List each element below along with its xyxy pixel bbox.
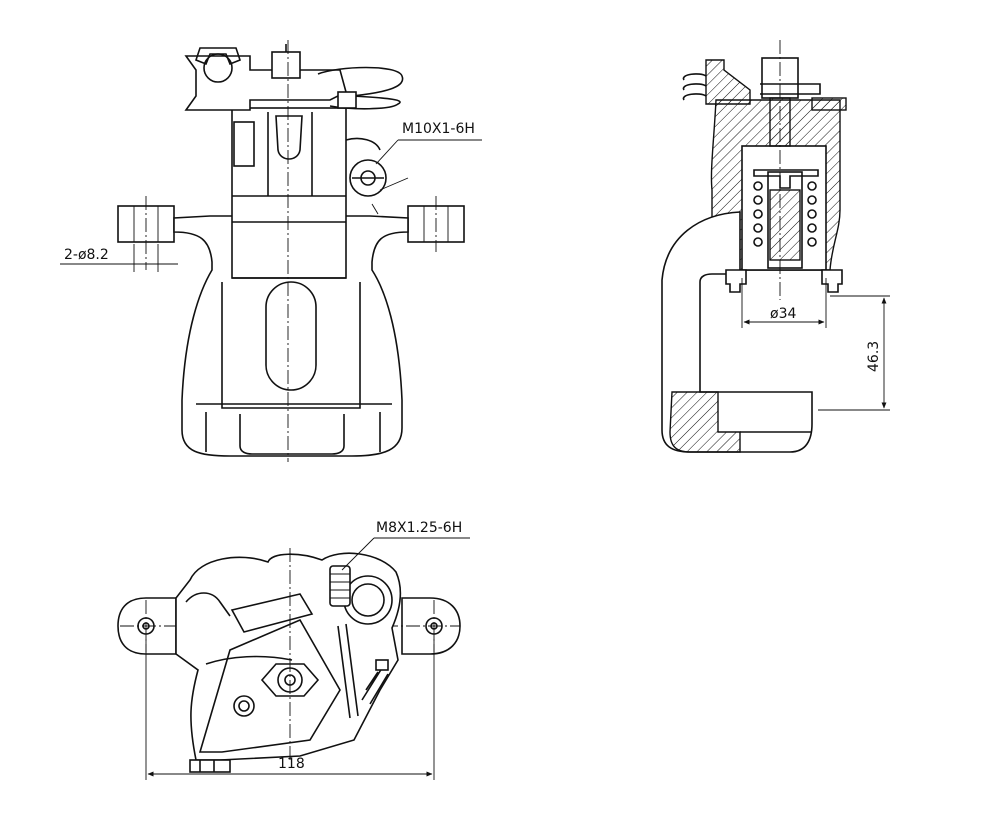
front-thread-label: M10X1-6H [402,121,475,137]
bottom-view: M8X1.25-6H 118 [117,520,470,780]
side-bracket-hatched [811,97,847,111]
side-seal-right [821,269,843,293]
side-dia-label: ø34 [770,306,796,322]
front-view: M10X1-6H 2-ø8.2 [60,40,482,462]
bottom-cover-plate [198,618,341,753]
side-piston-core [769,189,801,261]
side-height-label: 46.3 [866,341,882,372]
bottom-width-label: 118 [278,756,305,772]
side-coil-spring [753,181,817,247]
front-spring-clip [337,91,357,109]
front-adjuster-nut [271,51,301,79]
front-holes-label: 2-ø8.2 [64,247,109,263]
front-cylinder [231,107,347,279]
side-section-view: ø34 46.3 [661,40,890,453]
bottom-lever-plate [230,593,314,633]
bottom-threaded-fitting [329,565,351,607]
side-seal-left [725,269,747,293]
front-window [233,121,255,167]
bottom-spring-clip [375,659,389,671]
bottom-small-boss [233,695,255,717]
bottom-spring [361,667,389,705]
bottom-thread-label: M8X1.25-6H [376,520,462,536]
side-top-lever-hatched [705,59,751,105]
front-top-bracket [184,55,347,111]
front-slot [265,281,317,391]
side-fist-pad-hatched [669,391,741,453]
bottom-rod [337,623,359,719]
bottom-tab [189,759,231,773]
